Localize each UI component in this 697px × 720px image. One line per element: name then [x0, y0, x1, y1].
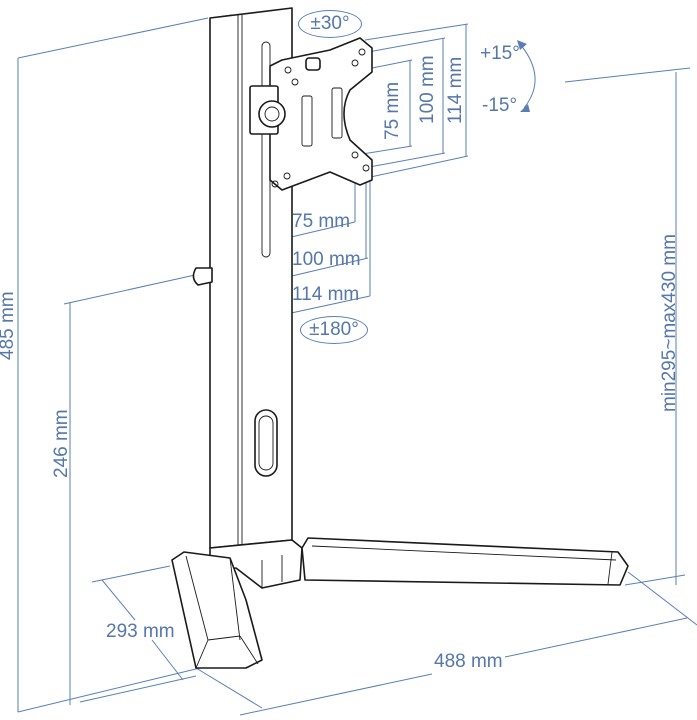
- vesa-horizontal-114: 114 mm: [292, 284, 360, 305]
- swivel-angle-text: ±30°: [310, 13, 350, 34]
- vesa-horizontal-75: 75 mm: [292, 211, 351, 232]
- vesa-vertical-114: 114 mm: [445, 56, 466, 124]
- tilt-down-label: -15°: [482, 95, 518, 116]
- rotate-angle-label: ±180°: [300, 316, 368, 344]
- base-depth-label: 293 mm: [106, 621, 175, 642]
- tilt-up-label: +15°: [480, 43, 520, 64]
- rotate-angle-text: ±180°: [309, 319, 359, 340]
- swivel-angle-label: ±30°: [298, 10, 362, 38]
- vesa-plate: [269, 37, 373, 191]
- base-width-label: 488 mm: [434, 651, 503, 672]
- dimension-lines: [17, 17, 697, 716]
- adjustable-height-label: min295~max430 mm: [659, 234, 680, 412]
- vesa-horizontal-100: 100 mm: [292, 249, 361, 270]
- clamp-height-label: 246 mm: [51, 409, 72, 478]
- right-foot: [301, 537, 629, 586]
- total-height-label: 485 mm: [0, 291, 18, 360]
- stand-drawing: [171, 7, 629, 669]
- vesa-vertical-75: 75 mm: [382, 81, 403, 140]
- vesa-vertical-100: 100 mm: [417, 55, 438, 124]
